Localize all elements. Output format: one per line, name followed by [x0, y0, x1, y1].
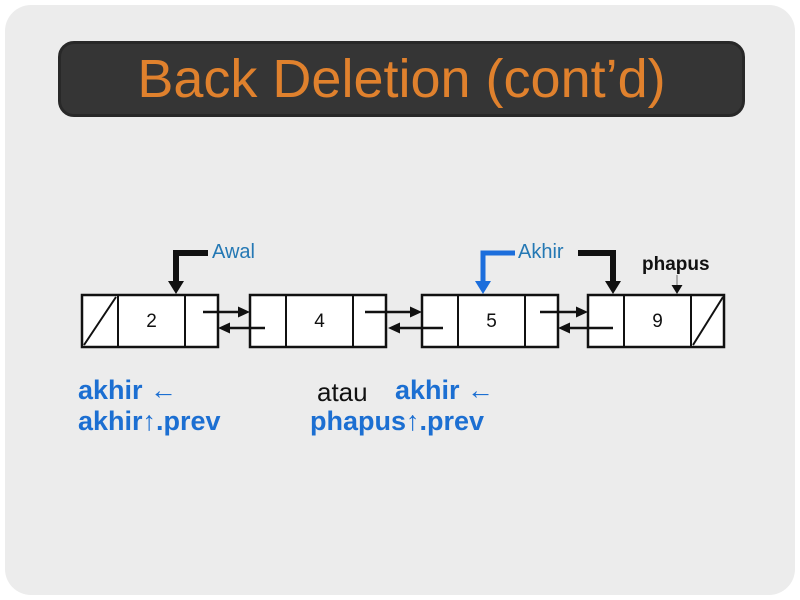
list-node: 4	[248, 293, 388, 349]
title-box: Back Deletion (cont’d)	[58, 41, 745, 117]
akhir-pointer-label: Akhir	[518, 241, 564, 263]
code-akhir-prev-expression: akhir↑.prev	[78, 406, 221, 436]
akhir-new-pointer-arrow-icon	[475, 250, 515, 294]
node-value: 2	[146, 311, 157, 332]
prev-pointer-arrow-icon	[218, 322, 265, 334]
next-pointer-arrow-icon	[365, 306, 422, 318]
phapus-pointer-label: phapus	[642, 254, 710, 275]
code-akhir-assignment: akhir ←	[78, 375, 178, 405]
awal-pointer-label: Awal	[212, 241, 255, 263]
list-node: 5	[420, 293, 560, 349]
next-pointer-arrow-icon	[540, 306, 588, 318]
code-akhir-assignment-alt: akhir ←	[395, 375, 495, 405]
node-value: 9	[652, 311, 663, 332]
null-next-slash-icon	[692, 296, 724, 346]
code-conjunction-atau: atau	[317, 377, 368, 407]
next-pointer-arrow-icon	[203, 306, 250, 318]
node-value: 4	[314, 311, 325, 332]
node-value: 5	[486, 311, 497, 332]
prev-pointer-arrow-icon	[388, 322, 443, 334]
code-phapus-prev-expression: phapus↑.prev	[310, 406, 485, 436]
list-node: 2	[80, 293, 220, 349]
list-node: 9	[586, 293, 726, 349]
slide-title: Back Deletion (cont’d)	[137, 49, 666, 109]
linked-list-diagram: Awal Akhir phapus 2 4 5	[80, 241, 726, 349]
awal-pointer-arrow-icon	[168, 250, 208, 294]
akhir-old-pointer-arrow-icon	[578, 250, 621, 294]
null-prev-slash-icon	[83, 296, 117, 346]
phapus-pointer-arrow-icon	[671, 275, 683, 294]
prev-pointer-arrow-icon	[558, 322, 613, 334]
